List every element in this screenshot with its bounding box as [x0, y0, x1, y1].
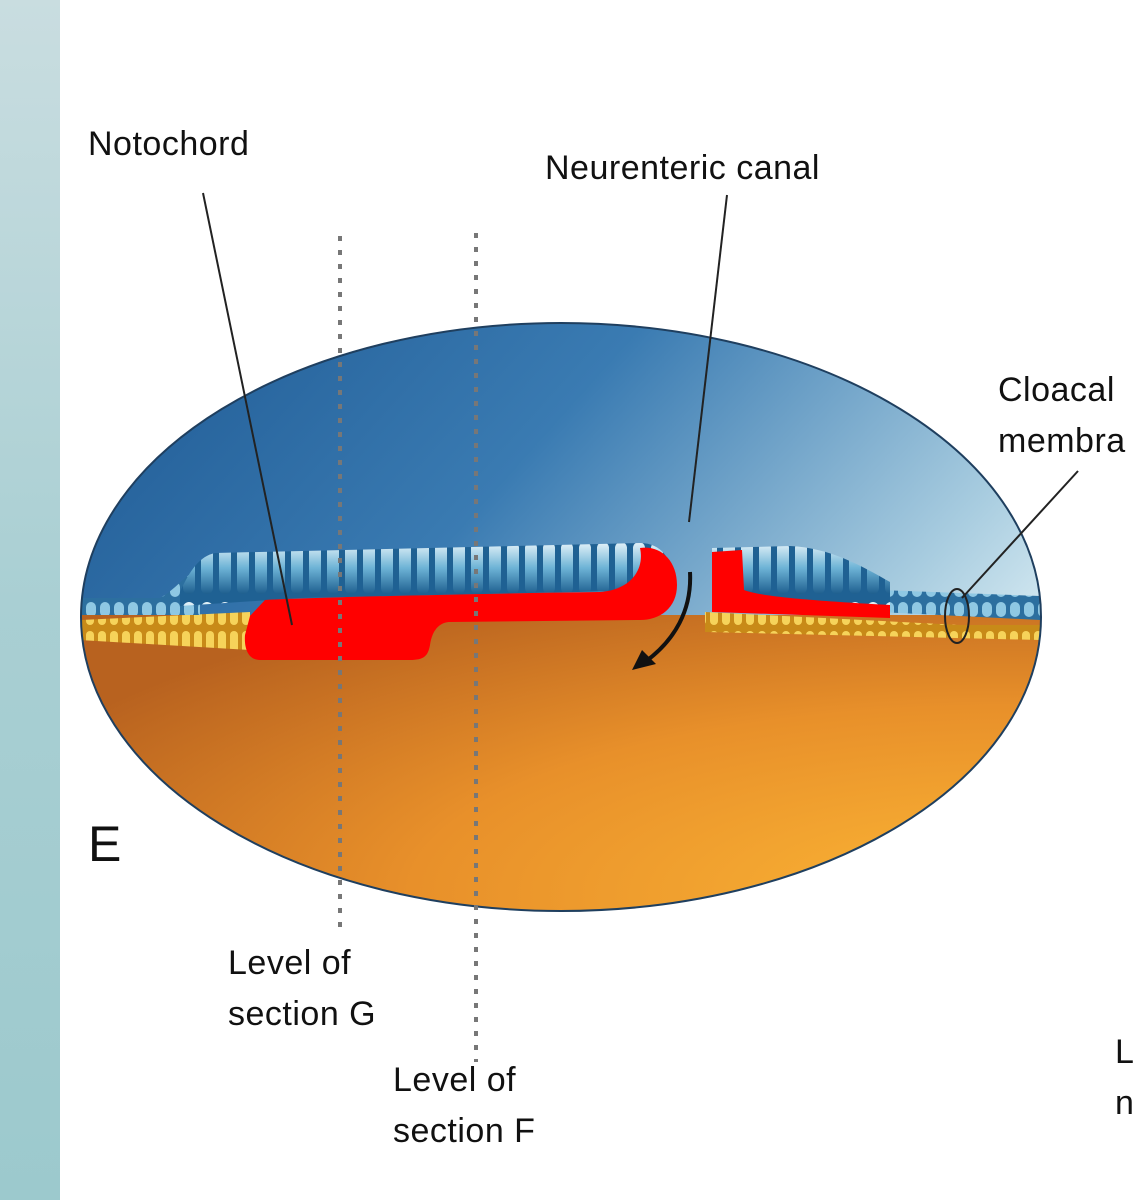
notochord-red: [244, 547, 677, 660]
panel-letter: E: [88, 816, 122, 872]
notochord-label: Notochord: [88, 125, 250, 163]
cut-off-right-label: L n: [1115, 1027, 1134, 1129]
embryo-oval: [80, 322, 1042, 912]
left-edge-strip: [0, 0, 60, 1200]
notochord-red-right: [712, 550, 890, 618]
section-g-label-line2: section G: [228, 995, 377, 1033]
neural-plate-right: [712, 546, 890, 606]
cloacal-membrane-label: Cloacal membra: [998, 365, 1126, 467]
canal-arrow: [643, 571, 693, 664]
cloacal-membrane-marker: [944, 588, 970, 644]
notochord-leader: [202, 192, 293, 626]
neural-plate-left: [180, 543, 672, 606]
neurenteric-leader: [688, 194, 728, 523]
cloacal-leader: [961, 470, 1079, 599]
section-f-label-line2: section F: [393, 1112, 536, 1150]
cut-off-line1: L: [1115, 1033, 1135, 1071]
section-f-label: Level of section F: [393, 1055, 535, 1157]
section-g-label: Level of section G: [228, 938, 376, 1040]
section-f-label-line1: Level of: [393, 1061, 517, 1099]
cloacal-label-line1: Cloacal: [998, 371, 1115, 409]
cloacal-label-line2: membra: [998, 422, 1126, 460]
cut-off-line2: n: [1115, 1084, 1135, 1122]
section-g-label-line1: Level of: [228, 944, 352, 982]
neurenteric-canal-label: Neurenteric canal: [545, 149, 820, 187]
